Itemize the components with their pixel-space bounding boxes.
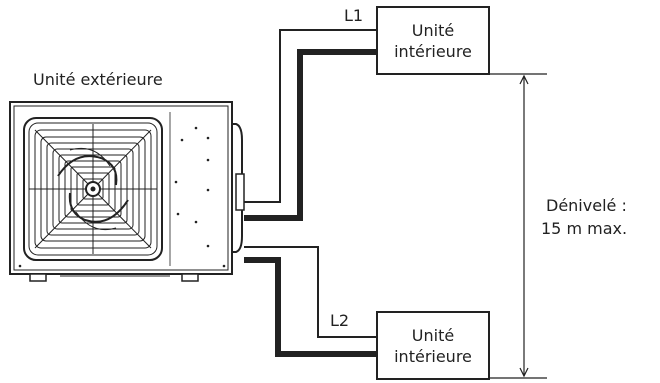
indoor-unit-1-line1: Unité xyxy=(411,20,455,40)
height-difference-line2: 15 m max. xyxy=(541,219,628,238)
indoor-unit-1-line2: intérieure xyxy=(394,41,472,61)
indoor-unit-1: Unité intérieure xyxy=(376,6,490,75)
pipe-l1 xyxy=(244,29,376,221)
outdoor-unit xyxy=(9,101,245,282)
fan-grille xyxy=(23,117,163,261)
pipe-l2-label: L2 xyxy=(330,311,350,330)
indoor-unit-2-line2: intérieure xyxy=(394,346,472,366)
outdoor-unit-label: Unité extérieure xyxy=(33,70,163,89)
pipe-l2 xyxy=(244,246,376,357)
height-difference-line1: Dénivelé : xyxy=(546,196,627,215)
pipe-l1-label: L1 xyxy=(344,6,364,25)
indoor-unit-2-line1: Unité xyxy=(411,325,455,345)
indoor-unit-2: Unité intérieure xyxy=(376,311,490,380)
height-dimension-line xyxy=(490,73,547,379)
